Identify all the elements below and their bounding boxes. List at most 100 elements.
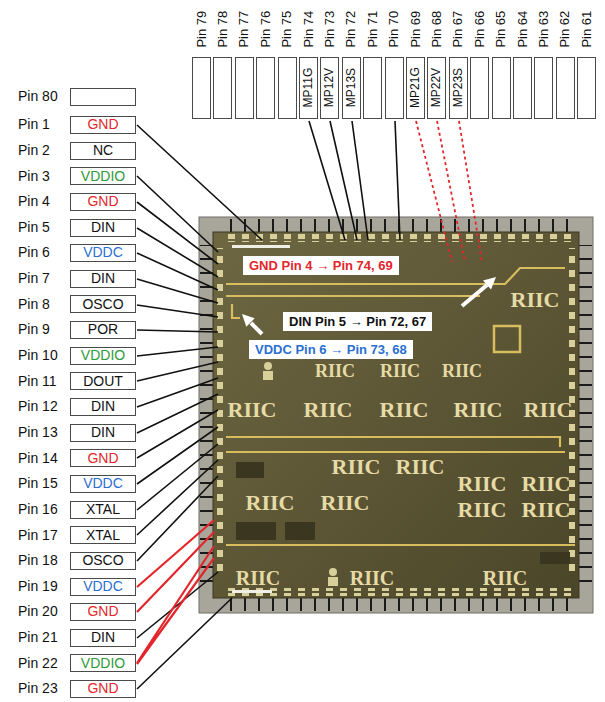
left-pin: XTALPin 17	[18, 526, 138, 544]
pin-box	[256, 57, 275, 119]
pin-number: Pin 18	[18, 553, 58, 568]
left-pin: VDDIOPin 3	[18, 167, 138, 185]
top-pin: Pin 64	[513, 2, 533, 120]
pin-number: Pin 9	[18, 322, 50, 337]
logo-text: RIIC	[442, 362, 482, 382]
top-pin: Pin 63	[534, 2, 554, 120]
left-pin: GNDPin 20	[18, 603, 138, 621]
pin-box	[192, 57, 211, 119]
signal-name: GND	[87, 194, 118, 209]
circuit-block	[540, 552, 570, 564]
pin-number: Pin 73	[323, 11, 337, 48]
top-pin: MP21GPin 69	[406, 2, 426, 119]
top-pin: MP23S Pin 67	[449, 2, 469, 119]
pin-box	[577, 57, 596, 119]
pin-number: Pin 22	[18, 656, 58, 671]
top-pin: Pin 76	[256, 2, 276, 120]
pin-number: Pin 6	[18, 245, 50, 260]
top-pin: Pin 65	[492, 2, 512, 120]
pin-box	[492, 57, 511, 119]
metal-trace	[226, 268, 575, 545]
logo-text: RIIC	[458, 498, 507, 522]
logo-text: RIIC	[332, 455, 381, 479]
left-pin: GNDPin 14	[18, 449, 138, 467]
pin-number: Pin 15	[18, 476, 58, 491]
arrow-shaft	[462, 285, 487, 306]
logo-text: RIIC	[454, 398, 503, 422]
pin-number: Pin 62	[559, 11, 573, 48]
signal-name: DIN	[91, 220, 115, 235]
signal-name: GND	[87, 604, 118, 619]
pin-box: GND	[70, 603, 136, 621]
left-pin: OSCO Pin 18	[18, 552, 138, 570]
pin-number: Pin 4	[18, 194, 50, 209]
logo-icon	[328, 568, 338, 586]
logo-text: RIIC	[458, 472, 507, 496]
signal-name: VDDIO	[81, 656, 125, 671]
callout-text: GND Pin 4 → Pin 74, 69	[249, 258, 393, 273]
left-pin: DIN Pin 13	[18, 424, 138, 442]
logo-text: RIIC	[524, 398, 573, 422]
left-pin: OSCOPin 8	[18, 295, 138, 313]
arrow-head	[483, 277, 496, 289]
top-pin: Pin 66	[470, 2, 490, 120]
callout-box: DIN Pin 5 → Pin 72, 67	[283, 312, 432, 331]
pin-box	[70, 88, 136, 106]
pin-number: Pin 5	[18, 220, 50, 235]
pin-box: XTAL	[70, 526, 136, 544]
pin-number: Pin 66	[473, 11, 487, 48]
pin-number: Pin 70	[387, 11, 401, 48]
left-pin: VDDCPin 6	[18, 244, 138, 262]
signal-name: DIN	[91, 425, 115, 440]
signal-name: MP12V	[323, 68, 336, 107]
left-pin: DOUTPin 11	[18, 372, 138, 390]
callout-text: VDDC Pin 6 → Pin 73, 68	[255, 342, 407, 357]
pin-number: Pin 71	[366, 11, 380, 48]
pin-box: VDDIO	[70, 654, 136, 672]
left-pin: DINPin 21	[18, 629, 138, 647]
pin-number: Pin 7	[18, 271, 50, 286]
pin-box: VDDIO	[70, 167, 136, 185]
signal-name: XTAL	[86, 528, 120, 543]
pin-number: Pin 19	[18, 579, 58, 594]
highlighted-wire	[137, 520, 214, 664]
left-pin: GND Pin 4	[18, 193, 138, 211]
pin-box: VDDIO	[70, 347, 136, 365]
metal-strip	[232, 245, 290, 248]
pin-number: Pin 2	[18, 143, 50, 158]
pin-box: MP23S	[449, 57, 468, 119]
pin-number: Pin 21	[18, 630, 58, 645]
pin-number: Pin 13	[18, 425, 58, 440]
logo-text: RIIC	[511, 288, 560, 312]
pin-box: POR	[70, 321, 136, 339]
signal-name: XTAL	[86, 502, 120, 517]
pin-number: Pin 10	[18, 348, 58, 363]
left-pin: GNDPin 23	[18, 680, 138, 698]
pin-box	[213, 57, 232, 119]
circuit-block	[236, 522, 276, 540]
signal-name: GND	[87, 451, 118, 466]
pin-box	[556, 57, 575, 119]
pin-box: OSCO	[70, 552, 136, 570]
top-pin: MP12V Pin 73	[320, 2, 340, 119]
top-pin: MP11GPin 74	[299, 2, 319, 119]
pin-box: MP11G	[299, 57, 318, 119]
white-arrow	[462, 277, 496, 306]
top-pin: Pin 71	[363, 2, 383, 120]
pin-box: OSCO	[70, 295, 136, 313]
left-pin: DINPin 7	[18, 270, 138, 288]
signal-name: MP13S	[345, 68, 358, 107]
circuit-block	[236, 462, 264, 478]
pin-number: Pin 67	[452, 11, 466, 48]
callout-box: VDDC Pin 6 → Pin 73, 68	[249, 340, 413, 359]
left-pin: VDDCPin 19	[18, 578, 138, 596]
logo-text: RIIC	[321, 491, 370, 515]
top-pin: Pin 62	[556, 2, 576, 120]
signal-name: VDDIO	[81, 348, 125, 363]
top-pin: Pin 70	[385, 2, 405, 120]
left-pin: DINPin 12	[18, 398, 138, 416]
left-pin: GNDPin 1	[18, 116, 138, 134]
pin-number: Pin 75	[280, 11, 294, 48]
pin-number: Pin 68	[430, 11, 444, 48]
signal-name: GND	[87, 117, 118, 132]
